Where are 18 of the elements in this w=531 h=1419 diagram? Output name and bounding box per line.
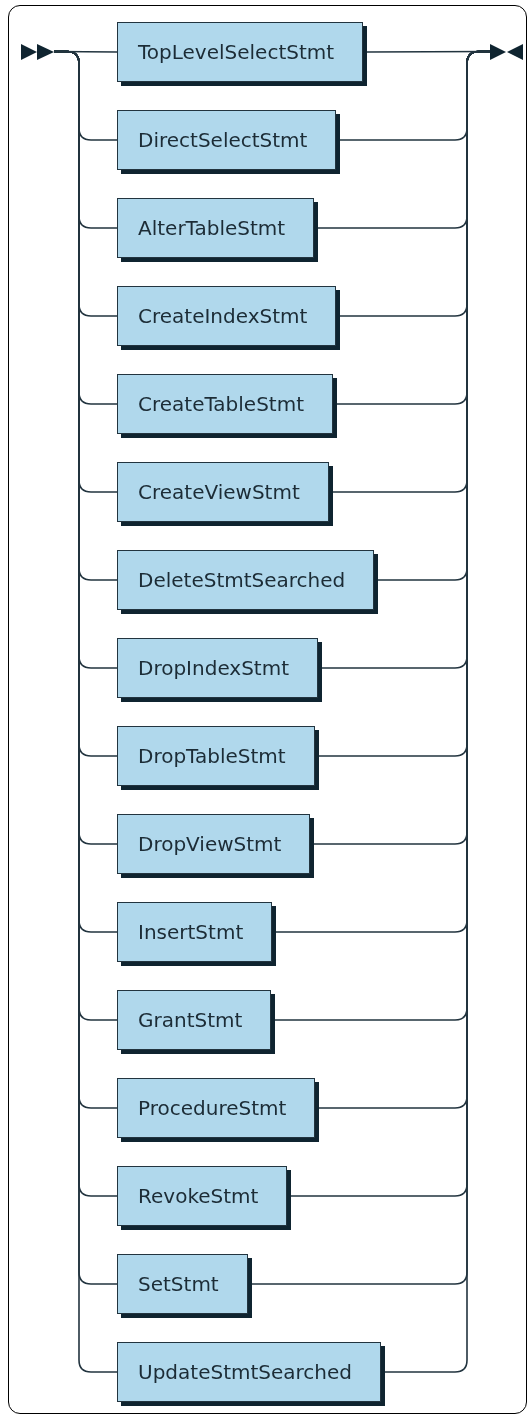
rule-name: CreateIndexStmt — [138, 302, 308, 330]
rule-name: SetStmt — [138, 1270, 219, 1298]
rule-name: ProcedureStmt — [138, 1094, 287, 1122]
rule-name: InsertStmt — [138, 918, 244, 946]
rule-name: DirectSelectStmt — [138, 126, 308, 154]
rule-name: DeleteStmtSearched — [138, 566, 346, 594]
start-marker-icon — [21, 42, 54, 61]
rule-name: CreateViewStmt — [138, 478, 300, 506]
rule-name: DropViewStmt — [138, 830, 282, 858]
rule-name: TopLevelSelectStmt — [138, 38, 335, 66]
rule-name: RevokeStmt — [138, 1182, 259, 1210]
rule-name: DropIndexStmt — [138, 654, 290, 682]
rule-name: GrantStmt — [138, 1006, 243, 1034]
rule-name: UpdateStmtSearched — [138, 1358, 352, 1386]
end-marker-icon — [490, 42, 523, 61]
rule-name: DropTableStmt — [138, 742, 286, 770]
rule-name: CreateTableStmt — [138, 390, 305, 418]
rule-name: AlterTableStmt — [138, 214, 286, 242]
